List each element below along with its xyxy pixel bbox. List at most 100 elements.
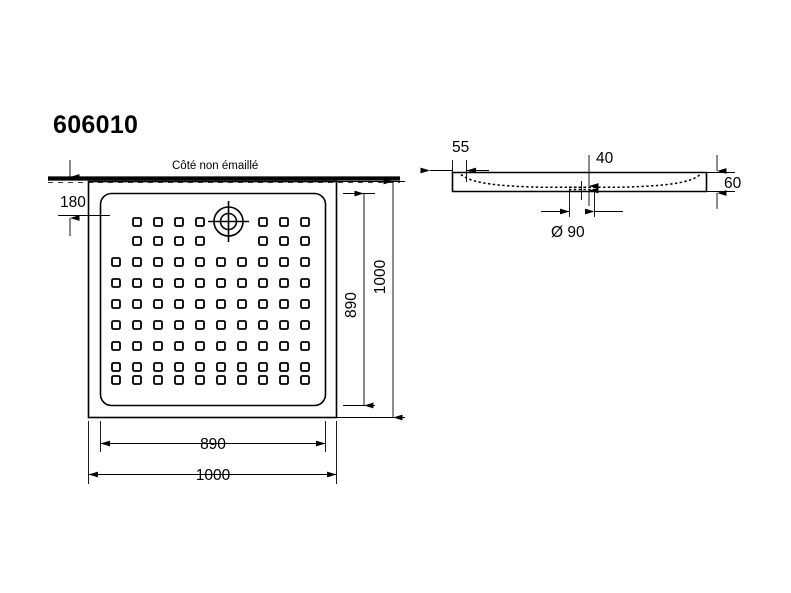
stud (279, 362, 289, 372)
stud (153, 236, 163, 246)
stud (300, 375, 310, 385)
dimension-180: 180 (58, 194, 110, 236)
stud (132, 217, 142, 227)
stud (174, 375, 184, 385)
stud (258, 299, 268, 309)
stud (216, 257, 226, 267)
drain-symbol (208, 201, 249, 242)
stud (132, 375, 142, 385)
stud-row (111, 362, 310, 372)
stud (216, 299, 226, 309)
stud (300, 217, 310, 227)
section-basin-hidden-profile (460, 173, 701, 188)
stud (111, 362, 121, 372)
stud (279, 217, 289, 227)
dimension-40: 40 (588, 150, 614, 206)
stud-row (111, 278, 310, 288)
dim-890-horizontal-label: 890 (200, 436, 226, 453)
section-slab-outline (451, 171, 708, 193)
stud (279, 341, 289, 351)
stud (300, 257, 310, 267)
stud (111, 278, 121, 288)
stud (258, 257, 268, 267)
stud-row (111, 375, 310, 385)
stud (153, 320, 163, 330)
stud (258, 236, 268, 246)
stud (237, 320, 247, 330)
stud (237, 278, 247, 288)
dimension-890-vertical: 890 (343, 190, 375, 409)
stud (300, 278, 310, 288)
note-label: Côté non émaillé (172, 160, 258, 172)
dim-55-label: 55 (452, 139, 469, 156)
dimension-55: 55 (420, 139, 489, 182)
stud (195, 257, 205, 267)
stud (153, 217, 163, 227)
stud (195, 362, 205, 372)
stud (237, 362, 247, 372)
stud (237, 257, 247, 267)
stud-row (111, 341, 310, 351)
stud (195, 320, 205, 330)
stud (174, 299, 184, 309)
stud (153, 257, 163, 267)
stud (153, 341, 163, 351)
stud (237, 375, 247, 385)
stud (216, 320, 226, 330)
tray-inner-bowl-outline (99, 192, 327, 407)
stud (300, 362, 310, 372)
dim-1000-horizontal-label: 1000 (196, 467, 231, 484)
dimension-1000-horizontal: 1000 (88, 421, 337, 484)
stud (279, 257, 289, 267)
stud-row (111, 257, 310, 267)
anti-slip-stud-grid (111, 217, 310, 385)
stud (174, 362, 184, 372)
page-title: 606010 (53, 111, 138, 139)
stud (195, 278, 205, 288)
dimension-diameter-90: Ø 90 (541, 189, 623, 241)
plan-view-group: Côté non émaillé (48, 160, 405, 484)
stud (258, 278, 268, 288)
stud (300, 299, 310, 309)
stud (132, 278, 142, 288)
stud (132, 341, 142, 351)
stud (174, 257, 184, 267)
stud (216, 362, 226, 372)
stud (237, 299, 247, 309)
stud (174, 236, 184, 246)
dimension-1000-vertical: 1000 (336, 178, 405, 421)
stud (279, 236, 289, 246)
stud (195, 375, 205, 385)
stud (216, 375, 226, 385)
stud (111, 320, 121, 330)
stud (153, 362, 163, 372)
stud-row (111, 320, 310, 330)
section-view-group: 55 40 Ø 90 60 (420, 139, 742, 241)
stud-row (111, 299, 310, 309)
stud (111, 257, 121, 267)
dim-1000-vertical-label: 1000 (372, 259, 389, 294)
stud (153, 299, 163, 309)
stud (300, 236, 310, 246)
stud (174, 341, 184, 351)
stud (195, 341, 205, 351)
stud (174, 217, 184, 227)
dim-890-vertical-label: 890 (343, 292, 360, 318)
dim-60-label: 60 (724, 175, 742, 192)
stud (111, 299, 121, 309)
stud (279, 375, 289, 385)
stud (195, 217, 205, 227)
dim-180-label: 180 (60, 194, 86, 211)
stud (174, 320, 184, 330)
stud (174, 278, 184, 288)
stud (279, 299, 289, 309)
stud (258, 341, 268, 351)
dim-40-label: 40 (596, 150, 614, 167)
stud (237, 341, 247, 351)
stud (132, 362, 142, 372)
dimension-890-horizontal: 890 (100, 421, 326, 453)
stud (132, 257, 142, 267)
stud (132, 320, 142, 330)
